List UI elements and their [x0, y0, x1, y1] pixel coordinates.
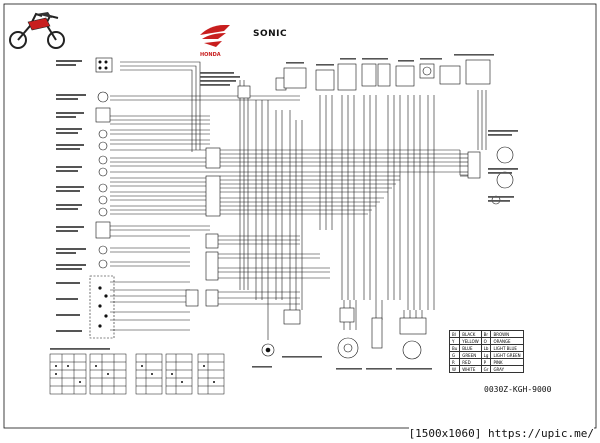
continuity-table: [165, 353, 193, 395]
right-label-marks: [488, 130, 518, 202]
legend-code: W: [448, 365, 461, 373]
model-title: SONIC: [253, 29, 288, 39]
legend-color-name: LIGHT BLUE: [490, 344, 524, 352]
legend-code: O: [480, 337, 492, 345]
battery-box: [377, 63, 391, 87]
right-components: [467, 146, 514, 205]
wire-harness: [110, 61, 487, 340]
bulb-icon: [98, 245, 108, 255]
legend-color-name: WHITE: [459, 365, 482, 373]
continuity-dots: [55, 365, 215, 383]
connector-block: [205, 175, 221, 217]
tail-bulb-icon: [496, 171, 514, 189]
table-label-marks: [50, 348, 110, 350]
bulb-icon: [98, 141, 108, 151]
handlebar-switch-group: [89, 275, 115, 339]
legend-color-name: PINK: [490, 358, 524, 366]
honda-wing-logo: [200, 25, 230, 47]
connector-block: [205, 251, 219, 281]
continuity-table: [197, 353, 225, 395]
top-label-marks: [200, 54, 494, 86]
legend-color-name: GRAY: [490, 365, 524, 373]
legend-color-name: BROWN: [490, 330, 524, 338]
brand-label: HONDA: [200, 52, 221, 58]
switch-continuity-tables: [49, 353, 225, 395]
top-components: [237, 59, 491, 99]
legend-color-name: BLUE: [459, 344, 482, 352]
motorcycle-illustration: [9, 12, 65, 49]
regulator-box: [337, 63, 357, 91]
legend-color-name: LIGHT GREEN: [490, 351, 524, 359]
source-footer: [1500x1060] https://upic.me/: [408, 427, 594, 440]
starter-button-box: [465, 59, 491, 85]
connector-block: [205, 147, 221, 169]
legend-code: Lg: [480, 351, 492, 359]
legend-code: Lb: [480, 344, 492, 352]
legend-color-name: GREEN: [459, 351, 482, 359]
legend-code: Bl: [448, 330, 461, 338]
relay-box: [315, 69, 335, 91]
bottom-label-marks: [252, 356, 432, 370]
connector-block: [205, 289, 219, 307]
starter-relay: [395, 65, 415, 87]
bulb-icon: [98, 207, 108, 217]
bulb-icon: [98, 183, 108, 193]
left-label-marks: [56, 60, 86, 332]
bulb-icon: [98, 167, 108, 177]
switch-block: [95, 57, 113, 73]
continuity-table: [135, 353, 163, 395]
legend-code: Y: [448, 337, 461, 345]
connector-block: [205, 233, 219, 249]
legend-code: R: [448, 358, 461, 366]
connector-block: [467, 151, 481, 179]
part-number: 0030Z-KGH-9000: [484, 385, 552, 394]
ignition-switch: [439, 65, 461, 85]
bulb-icon: [98, 129, 108, 139]
legend-code: Br: [480, 330, 492, 338]
legend-code: Bu: [448, 344, 461, 352]
ignition-coil: [339, 307, 355, 323]
frame-border: [3, 3, 597, 429]
fuse-box: [361, 63, 377, 87]
left-components: [89, 57, 115, 339]
cdi-unit: [371, 317, 383, 349]
legend-color-name: ORANGE: [490, 337, 524, 345]
connector-block: [237, 85, 251, 99]
continuity-table: [49, 353, 87, 395]
relay-box: [95, 107, 111, 123]
meter-block: [95, 221, 111, 239]
legend-color-name: BLACK: [459, 330, 482, 338]
legend-color-name: RED: [459, 358, 482, 366]
legend-color-name: YELLOW: [459, 337, 482, 345]
legend-code: P: [480, 358, 492, 366]
pulse-generator-icon: [402, 340, 422, 360]
bottom-components: [261, 307, 427, 360]
connector-block: [399, 317, 427, 335]
bulb-icon: [97, 91, 109, 103]
bulb-icon: [98, 155, 108, 165]
bulb-icon: [98, 195, 108, 205]
legend-code: Gr: [480, 365, 492, 373]
connector-block: [185, 289, 199, 307]
bulb-icon: [98, 259, 108, 269]
central-connectors: [185, 147, 221, 307]
headlight-bulb-icon: [496, 146, 514, 164]
continuity-table: [89, 353, 127, 395]
horn-box: [283, 67, 307, 89]
legend-code: G: [448, 351, 461, 359]
fuel-unit: [283, 309, 301, 325]
